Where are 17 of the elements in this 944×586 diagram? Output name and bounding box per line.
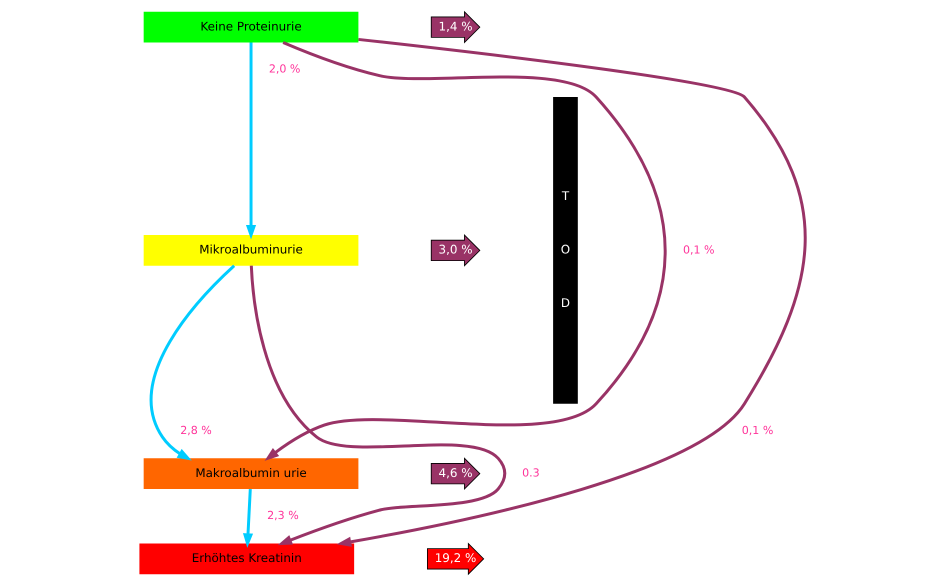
edge-label: 2,3 % bbox=[266, 509, 298, 522]
arrow bbox=[336, 38, 806, 547]
edge-label: 2,0 % bbox=[268, 62, 300, 76]
arrow bbox=[249, 266, 506, 546]
node-box: Mikroalbuminurie bbox=[143, 235, 358, 266]
arrow bbox=[264, 41, 666, 461]
edge-label: 0,1 % bbox=[741, 424, 773, 437]
node-box: T O D bbox=[552, 97, 578, 404]
arrow bbox=[242, 488, 253, 548]
arrow bbox=[245, 42, 256, 240]
arrow bbox=[149, 264, 235, 460]
edge-label: 0,1 % bbox=[682, 243, 714, 256]
edge-label: 2,8 % bbox=[180, 424, 212, 437]
node-box: Makroalbumin urie bbox=[143, 458, 358, 489]
edge-label: 0.3 bbox=[522, 466, 540, 480]
node-box: Keine Proteinurie bbox=[143, 12, 358, 42]
node-box: Erhöhtes Kreatinin bbox=[138, 544, 354, 574]
